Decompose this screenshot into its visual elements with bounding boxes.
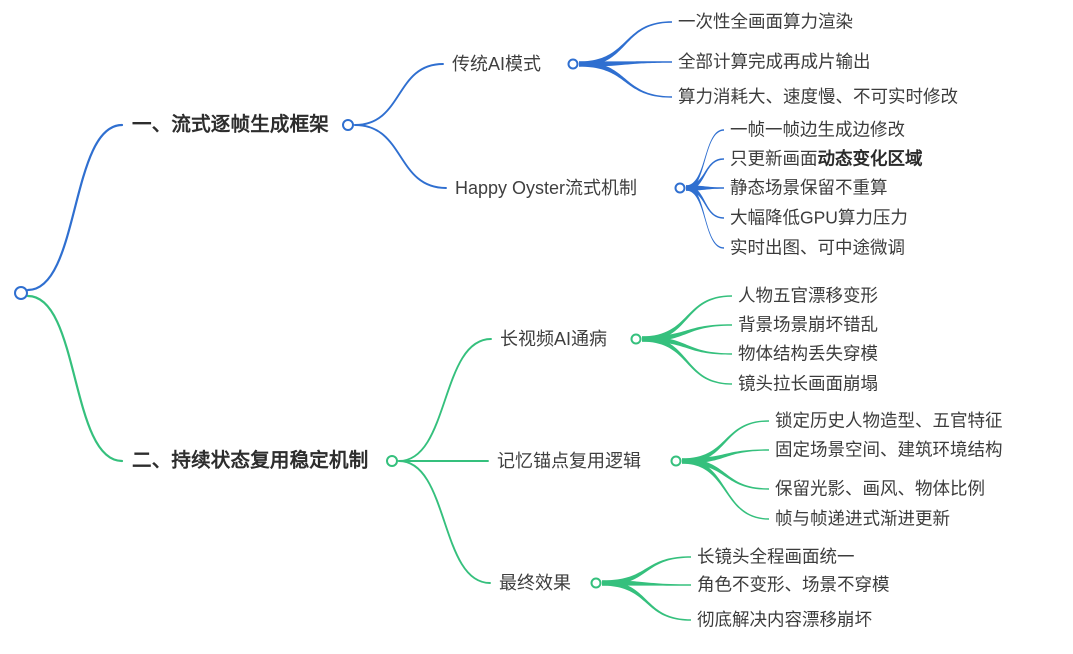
edge-child-2-2-to-leaf-3 [682,458,769,490]
edge-root-to-branch-1 [26,123,124,292]
edge-child-2-1-to-leaf-1 [642,295,732,342]
child-node-2-1[interactable] [630,333,642,345]
leaf-label-2-3-2: 角色不变形、场景不穿模 [697,574,890,595]
branch-label-1: 一、流式逐帧生成框架 [132,113,330,136]
leaf-label-1-2-4: 大幅降低GPU算力压力 [730,207,908,228]
edge-child-1-1-to-leaf-1 [579,21,672,67]
edge-child-2-3-to-leaf-2 [602,580,691,586]
edge-child-2-1-to-leaf-2 [642,324,732,342]
child-node-2-2[interactable] [670,455,682,467]
leaf-label-1-2-1: 一帧一帧边生成边修改 [730,119,905,140]
edge-child-2-3-to-leaf-3 [602,580,691,621]
edge-child-2-2-to-leaf-1 [682,420,769,464]
edge-child-1-2-to-leaf-4 [686,185,724,219]
edge-child-1-2-to-leaf-3 [686,185,724,191]
branch-label-2: 二、持续状态复用稳定机制 [132,449,369,472]
child-node-2-3[interactable] [590,577,602,589]
leaf-label-2-3-1: 长镜头全程画面统一 [697,546,855,567]
edge-child-1-2-to-leaf-1 [686,129,724,191]
root-node[interactable] [14,286,28,300]
edge-branch-2-to-child-3 [398,460,491,584]
branch-node-2[interactable] [386,455,398,467]
leaf-label-1-2-3: 静态场景保留不重算 [730,177,888,198]
leaf-label-1-1-1: 一次性全画面算力渲染 [678,11,853,32]
leaf-label-2-2-2: 固定场景空间、建筑环境结构 [775,439,1003,460]
edge-child-2-1-to-leaf-3 [642,336,732,355]
edge-child-1-2-to-leaf-5 [686,185,724,249]
edge-child-2-2-to-leaf-2 [682,449,769,464]
child-label-2-1: 长视频AI通病 [500,329,608,349]
branch-node-1[interactable] [342,119,354,131]
child-label-1-1: 传统AI模式 [452,54,542,74]
edge-child-2-2-to-leaf-4 [682,458,769,520]
edge-child-2-1-to-leaf-4 [642,336,732,385]
leaf-label-2-1-4: 镜头拉长画面崩塌 [738,373,878,394]
edge-child-1-1-to-leaf-2 [579,61,672,67]
leaf-label-1-2-5: 实时出图、可中途微调 [730,237,905,258]
leaf-label-2-1-2: 背景场景崩坏错乱 [738,314,878,335]
edge-child-1-1-to-leaf-3 [579,61,672,98]
leaf-label-1-1-2: 全部计算完成再成片输出 [678,51,871,72]
leaf-label-1-2-2: 只更新画面动态变化区域 [730,148,923,169]
edge-branch-2-to-child-1 [398,338,492,462]
edge-root-to-branch-2 [26,294,124,463]
edge-child-1-2-to-leaf-2 [686,158,724,191]
child-label-2-3: 最终效果 [499,573,571,593]
leaf-label-2-3-3: 彻底解决内容漂移崩坏 [697,609,872,630]
leaf-label-2-1-1: 人物五官漂移变形 [738,285,878,306]
edge-branch-1-to-child-1 [354,63,444,126]
leaf-label-2-2-1: 锁定历史人物造型、五官特征 [775,410,1003,431]
leaf-label-1-1-3: 算力消耗大、速度慢、不可实时修改 [678,86,958,107]
child-node-1-2[interactable] [674,182,686,194]
child-node-1-1[interactable] [567,58,579,70]
child-label-1-2: Happy Oyster流式机制 [455,178,638,198]
edge-child-2-3-to-leaf-1 [602,556,691,586]
leaf-label-2-1-3: 物体结构丢失穿模 [738,343,878,364]
leaf-label-2-2-4: 帧与帧递进式渐进更新 [775,508,950,529]
edge-branch-1-to-child-2 [354,124,447,189]
leaf-label-2-2-3: 保留光影、画风、物体比例 [775,478,985,499]
child-label-2-2: 记忆锚点复用逻辑 [497,451,641,471]
